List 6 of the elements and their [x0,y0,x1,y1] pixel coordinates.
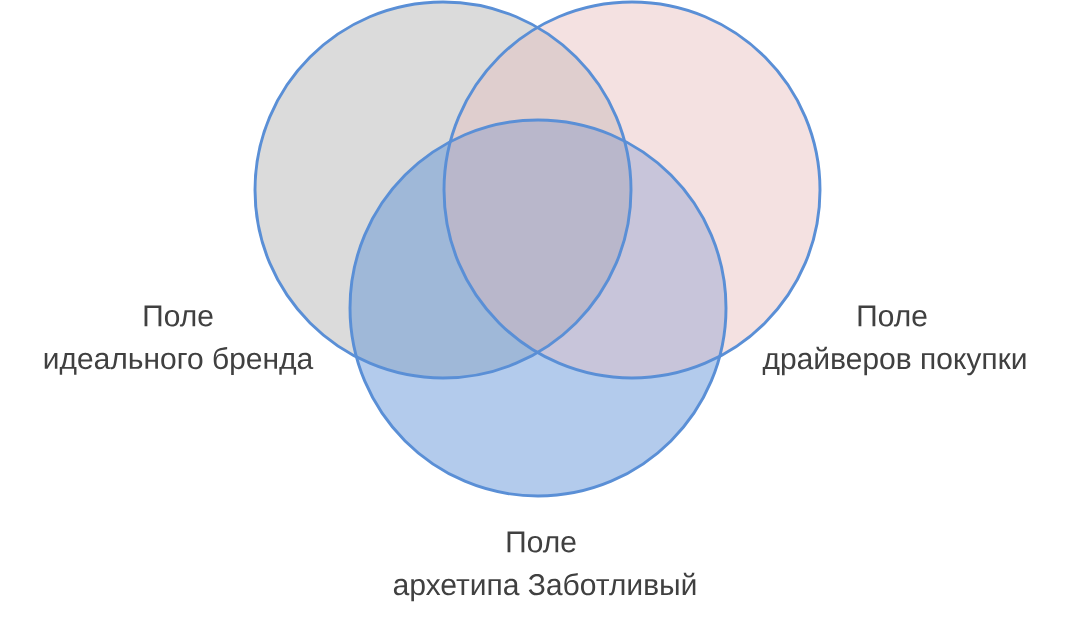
circle-label: драйверов покупки [762,346,1026,376]
circle-label: Поле [144,305,213,327]
circle-label: Поле [507,531,576,553]
circle-label: идеального бренда [44,346,314,376]
circle-label: Поле [858,305,927,327]
circle-label: архетипа Заботливый [393,572,696,602]
